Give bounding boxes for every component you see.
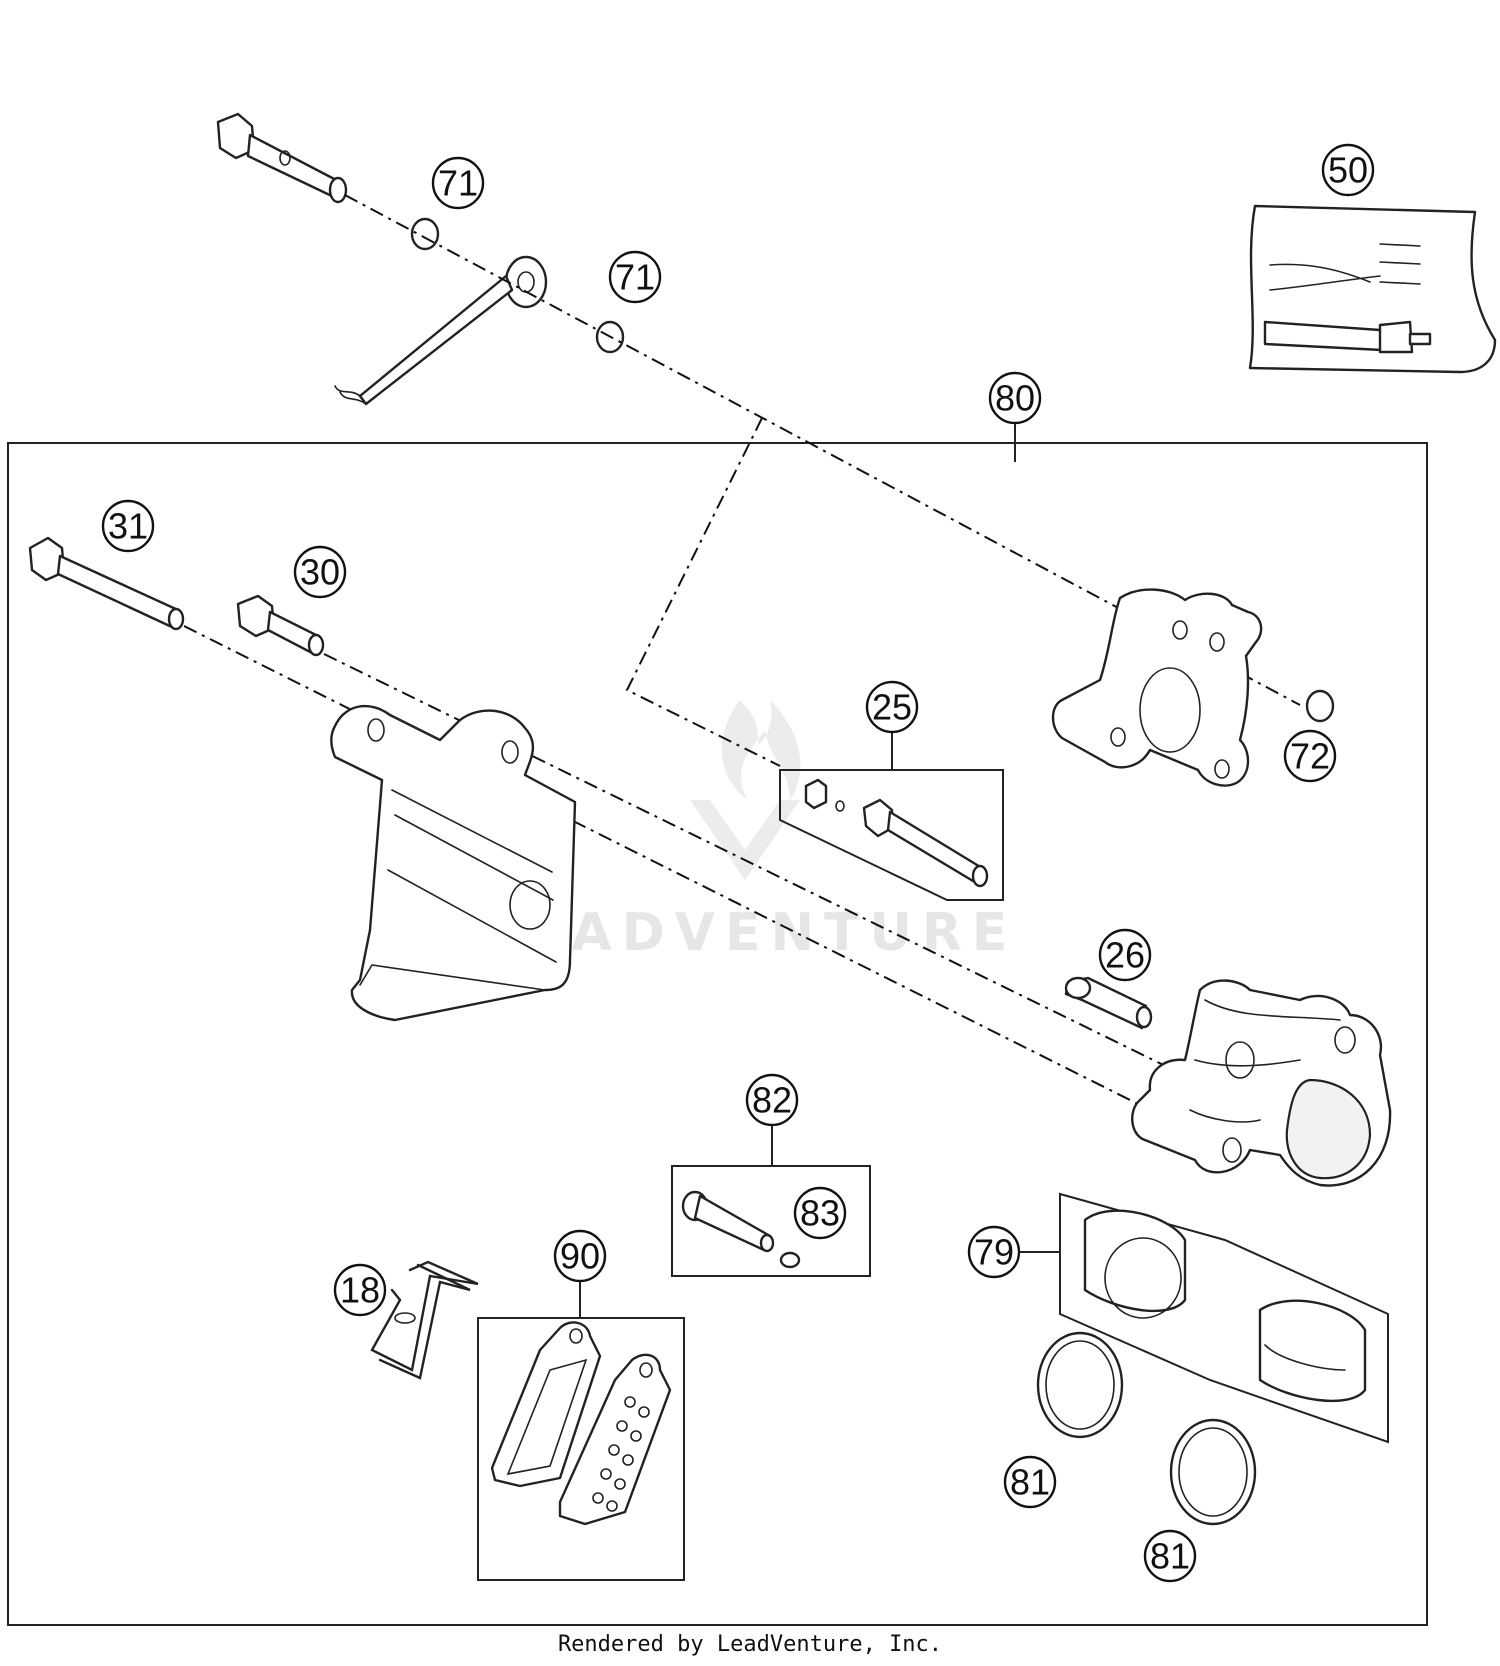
axis-bolt-30 bbox=[323, 653, 1191, 1079]
grease-pack-50 bbox=[1248, 204, 1497, 374]
washer-72 bbox=[1305, 689, 1335, 723]
callout-72[interactable]: 72 bbox=[1283, 729, 1337, 783]
brake-hose-banjo bbox=[334, 255, 548, 406]
bolt-26 bbox=[1064, 976, 1153, 1030]
svg-text:72: 72 bbox=[1290, 736, 1330, 777]
caliper-carrier-top bbox=[1051, 588, 1263, 787]
brake-pad-back bbox=[558, 1353, 672, 1526]
bleeder-valve bbox=[804, 778, 989, 888]
callout-82[interactable]: 82 bbox=[745, 1073, 799, 1127]
callout-25[interactable]: 25 bbox=[865, 680, 919, 734]
callout-81-right[interactable]: 81 bbox=[1143, 1529, 1197, 1583]
callout-80[interactable]: 80 bbox=[988, 371, 1042, 425]
svg-text:79: 79 bbox=[974, 1232, 1014, 1273]
svg-text:26: 26 bbox=[1105, 935, 1145, 976]
svg-text:25: 25 bbox=[872, 687, 912, 728]
brake-pad-front bbox=[490, 1321, 602, 1488]
bleeder-kit-box-25 bbox=[779, 769, 1004, 901]
seal-81-left bbox=[1036, 1331, 1124, 1439]
callout-26[interactable]: 26 bbox=[1098, 928, 1152, 982]
callout-50[interactable]: 50 bbox=[1321, 143, 1375, 197]
callout-71-upper[interactable]: 71 bbox=[431, 156, 485, 210]
callout-30[interactable]: 30 bbox=[293, 545, 347, 599]
svg-text:30: 30 bbox=[300, 552, 340, 593]
bolt-31 bbox=[28, 536, 185, 631]
axis-bleeder bbox=[625, 417, 781, 767]
piston-lower bbox=[1258, 1299, 1367, 1403]
axis-bolt-31 bbox=[183, 625, 1141, 1106]
piston-upper bbox=[1083, 1209, 1187, 1319]
caliper-bracket bbox=[330, 704, 577, 1022]
piston-kit-box-79 bbox=[1059, 1192, 1389, 1444]
bolt-30 bbox=[236, 594, 325, 657]
callout-79[interactable]: 79 bbox=[967, 1225, 1021, 1279]
pad-spring-18 bbox=[370, 1260, 479, 1380]
svg-text:82: 82 bbox=[752, 1080, 792, 1121]
svg-text:50: 50 bbox=[1328, 150, 1368, 191]
brake-caliper bbox=[1131, 979, 1392, 1187]
callout-18[interactable]: 18 bbox=[333, 1263, 387, 1317]
svg-text:31: 31 bbox=[108, 506, 148, 547]
svg-text:71: 71 bbox=[438, 163, 478, 204]
callout-71-lower[interactable]: 71 bbox=[608, 250, 662, 304]
svg-text:18: 18 bbox=[340, 1270, 380, 1311]
washer-71-upper bbox=[410, 217, 440, 251]
svg-text:80: 80 bbox=[995, 378, 1035, 419]
callout-31[interactable]: 31 bbox=[101, 499, 155, 553]
seal-81-right bbox=[1169, 1418, 1257, 1526]
svg-text:83: 83 bbox=[800, 1193, 840, 1234]
pin-clip-83 bbox=[779, 1251, 801, 1269]
callout-90[interactable]: 90 bbox=[553, 1229, 607, 1283]
svg-text:90: 90 bbox=[560, 1236, 600, 1277]
svg-text:81: 81 bbox=[1010, 1462, 1050, 1503]
svg-text:71: 71 bbox=[615, 257, 655, 298]
callout-81-left[interactable]: 81 bbox=[1003, 1455, 1057, 1509]
banjo-bolt bbox=[216, 112, 348, 204]
svg-text:81: 81 bbox=[1150, 1536, 1190, 1577]
callout-83[interactable]: 83 bbox=[793, 1186, 847, 1240]
pad-pin bbox=[681, 1190, 775, 1253]
credit-line: Rendered by LeadVenture, Inc. bbox=[557, 1632, 943, 1657]
